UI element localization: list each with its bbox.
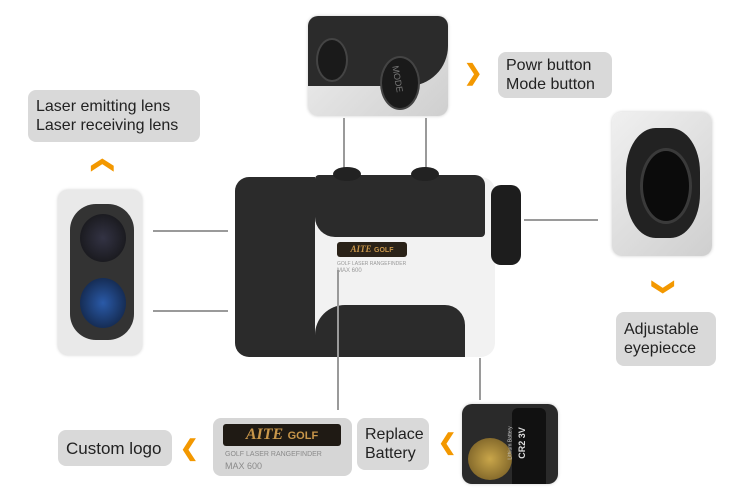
connector-line bbox=[479, 358, 481, 400]
logo-brand-sub: GOLF bbox=[287, 430, 319, 442]
callout-battery-line2: Battery bbox=[365, 445, 416, 462]
connector-line bbox=[425, 118, 427, 168]
device-brand: AITE bbox=[350, 244, 372, 254]
buttons-photo: MODE bbox=[308, 16, 448, 116]
connector-line bbox=[524, 219, 598, 221]
arrow-left-icon: ❯ bbox=[180, 439, 199, 464]
eyepiece-photo bbox=[612, 112, 712, 256]
callout-buttons-line2: Mode button bbox=[506, 76, 595, 93]
callout-lens-line1: Laser emitting lens bbox=[36, 98, 171, 115]
callout-lens-line2: Laser receiving lens bbox=[36, 117, 179, 134]
logo-model: MAX 600 bbox=[225, 461, 263, 471]
connector-line bbox=[337, 270, 339, 410]
callout-battery-line1: Replace bbox=[365, 426, 424, 443]
connector-line bbox=[153, 230, 228, 232]
callout-battery: Replace Battery bbox=[357, 418, 429, 470]
battery-label: CR2 3V bbox=[516, 427, 527, 459]
arrow-left-icon: ❯ bbox=[438, 433, 457, 458]
callout-lens: Laser emitting lens Laser receiving lens bbox=[28, 90, 200, 142]
callout-eyepiece: Adjustable eyepiecce bbox=[616, 312, 716, 366]
callout-buttons: Powr button Mode button bbox=[498, 52, 612, 98]
rangefinder-device: AITE GOLF GOLF LASER RANGEFINDER MAX 600 bbox=[235, 165, 525, 357]
device-model: MAX 600 bbox=[337, 268, 362, 274]
logo-brand: AITE bbox=[245, 426, 284, 443]
battery-photo: CR2 3V Lithium Battery bbox=[462, 404, 558, 484]
arrow-right-icon: ❯ bbox=[464, 60, 483, 85]
connector-line bbox=[343, 118, 345, 168]
callout-logo-text: Custom logo bbox=[66, 438, 162, 458]
device-brand-sub: GOLF bbox=[374, 247, 394, 254]
lens-photo bbox=[58, 190, 142, 355]
arrow-up-icon: ❯ bbox=[88, 155, 114, 175]
custom-logo-callout: Custom logo bbox=[58, 430, 172, 466]
callout-eyepiece-line2: eyepiecce bbox=[624, 340, 697, 357]
callout-buttons-line1: Powr button bbox=[506, 57, 592, 74]
callout-eyepiece-line1: Adjustable bbox=[624, 321, 699, 338]
device-product-line: GOLF LASER RANGEFINDER bbox=[337, 261, 407, 267]
logo-product-line: GOLF LASER RANGEFINDER bbox=[225, 451, 322, 458]
logo-plate: AITE GOLF GOLF LASER RANGEFINDER MAX 600 bbox=[213, 418, 352, 476]
battery-brand: Lithium Battery bbox=[507, 426, 514, 460]
connector-line bbox=[153, 310, 228, 312]
arrow-down-icon: ❯ bbox=[652, 277, 678, 297]
